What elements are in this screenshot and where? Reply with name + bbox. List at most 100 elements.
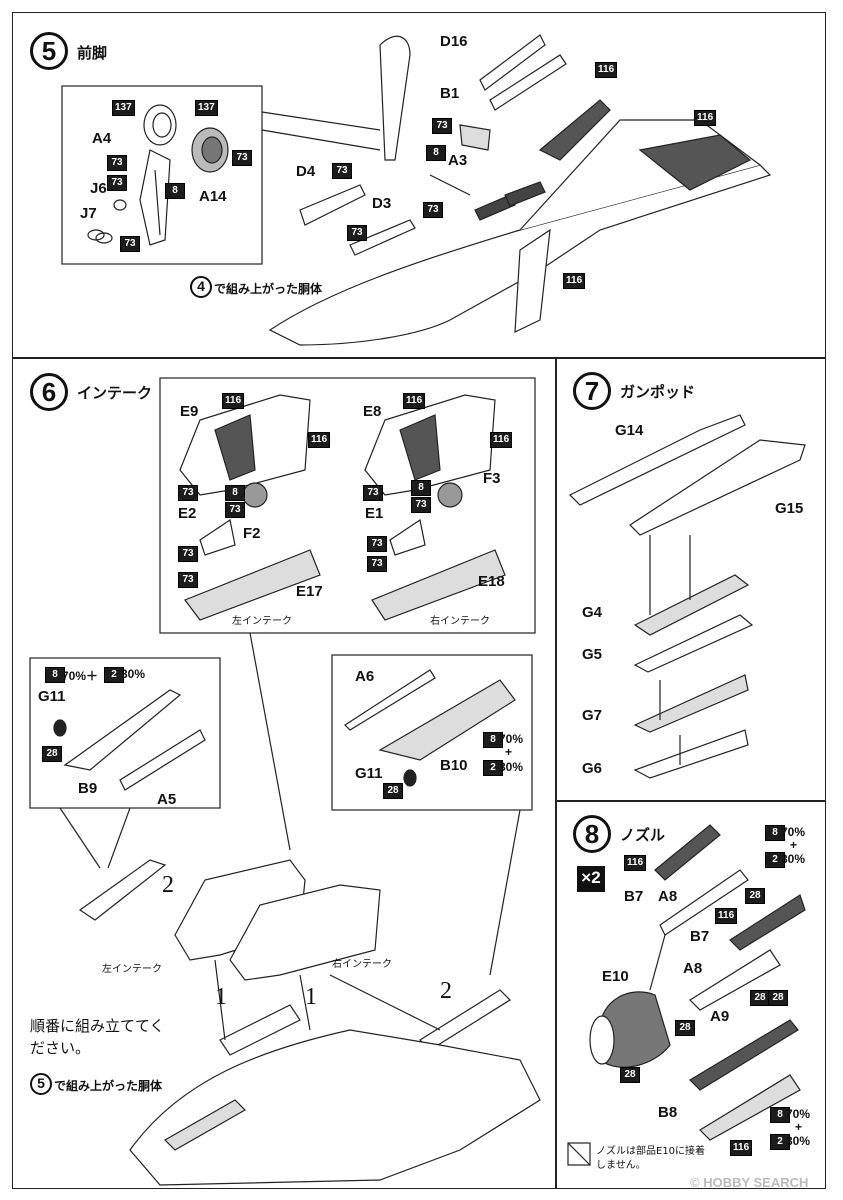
color-code: 73 (332, 163, 352, 179)
mix-ratio: 30% (499, 760, 524, 774)
step6-title: インテーク (77, 384, 153, 402)
part-label: E1 (365, 505, 384, 522)
part-label: G11 (355, 765, 383, 782)
part-label: A14 (199, 188, 227, 205)
color-code: 73 (367, 536, 387, 552)
intake-assembly (78, 859, 541, 1186)
part-label: E10 (602, 968, 629, 985)
color-code: 73 (178, 546, 198, 562)
ref-text: で組み上がった胴体 (54, 1079, 163, 1093)
nozzle-parts (589, 824, 806, 1141)
order-number: 2 (162, 872, 174, 898)
no-glue-note: ノズルは部品E10に接着しません。 (596, 1146, 706, 1171)
step8-number: 8 (573, 815, 611, 853)
part-label: G14 (615, 422, 644, 439)
part-label: A8 (683, 960, 703, 977)
color-code: 28 (383, 783, 403, 799)
ref-step5-circle: 5 (30, 1073, 52, 1095)
color-code: 2 (104, 667, 124, 683)
color-code: 116 (694, 110, 717, 126)
color-code: 73 (225, 502, 245, 518)
color-code: 28 (750, 990, 770, 1006)
color-code: 116 (490, 432, 513, 448)
quantity-badge: ×2 (577, 866, 605, 892)
color-code: 137 (112, 100, 135, 116)
color-code: 28 (620, 1067, 640, 1083)
part-label: E18 (478, 573, 505, 590)
color-code: 73 (423, 202, 443, 218)
color-code: 73 (178, 485, 198, 501)
part-label: J7 (80, 205, 97, 222)
part-label: A9 (710, 1008, 730, 1025)
color-code: 73 (120, 236, 140, 252)
part-label: D4 (296, 163, 316, 180)
part-label: B10 (440, 757, 468, 774)
mix-ratio: 70% (781, 825, 806, 839)
step5-panel (12, 12, 826, 359)
color-code: 116 (715, 908, 738, 924)
color-code: 73 (367, 556, 387, 572)
part-label: G5 (582, 646, 603, 663)
color-code: 73 (411, 497, 431, 513)
left-intake-caption: 左インテーク (102, 964, 162, 975)
part-label: G6 (582, 760, 603, 777)
right-intake-caption: 右インテーク (332, 959, 392, 970)
color-code: 28 (768, 990, 788, 1006)
right-intake-caption: 右インテーク (430, 616, 490, 627)
step7-title: ガンポッド (620, 383, 696, 401)
nose-gear-wheel (87, 104, 229, 246)
step5-title: 前脚 (77, 44, 108, 62)
step6-number: 6 (30, 373, 68, 411)
color-code: 116 (563, 273, 586, 289)
color-code: 137 (195, 100, 218, 116)
part-label: G15 (775, 500, 804, 517)
color-code: 73 (347, 225, 367, 241)
part-label: D16 (440, 33, 468, 50)
color-code: 8 (165, 183, 185, 199)
mix-plus: + (790, 838, 798, 852)
ref-step4-circle: 4 (190, 276, 212, 298)
fuselage-step5 (268, 34, 772, 346)
color-code: 73 (363, 485, 383, 501)
color-code: 8 (770, 1107, 790, 1123)
right-intake-parts (364, 394, 506, 621)
right-intake-detail (344, 669, 516, 787)
mix-ratio: 70%＋ (62, 669, 99, 683)
mix-ratio: 70% (499, 732, 524, 746)
left-intake-parts (179, 394, 321, 621)
ref-text: で組み上がった胴体 (214, 282, 323, 296)
color-code: 28 (42, 746, 62, 762)
part-label: B8 (658, 1104, 678, 1121)
step6-panel (12, 357, 557, 1189)
color-code: 2 (770, 1134, 790, 1150)
mix-ratio: 30% (121, 667, 146, 681)
left-intake-detail (53, 689, 206, 791)
mix-ratio: 30% (781, 852, 806, 866)
mix-plus: + (795, 1120, 803, 1134)
color-code: 28 (745, 888, 765, 904)
left-intake-caption: 左インテーク (232, 616, 292, 627)
part-label: A3 (448, 152, 468, 169)
part-label: A5 (157, 791, 177, 808)
step5-number: 5 (30, 32, 68, 70)
part-label: B7 (690, 928, 710, 945)
part-label: J6 (90, 180, 107, 197)
part-label: F3 (483, 470, 501, 487)
part-label: B9 (78, 780, 98, 797)
color-code: 8 (426, 145, 446, 161)
color-code: 8 (411, 480, 431, 496)
watermark: © HOBBY SEARCH (690, 1175, 809, 1190)
color-code: 116 (222, 393, 245, 409)
color-code: 73 (107, 175, 127, 191)
part-label: A8 (658, 888, 678, 905)
color-code: 2 (483, 760, 503, 776)
color-code: 73 (432, 118, 452, 134)
order-number: 1 (305, 984, 317, 1010)
part-label: E8 (363, 403, 382, 420)
assembly-order-note: 順番に組み立ててください。 (30, 1017, 165, 1057)
order-number: 1 (215, 984, 227, 1010)
part-label: B7 (624, 888, 644, 905)
step8-panel (555, 800, 826, 1189)
color-code: 73 (232, 150, 252, 166)
